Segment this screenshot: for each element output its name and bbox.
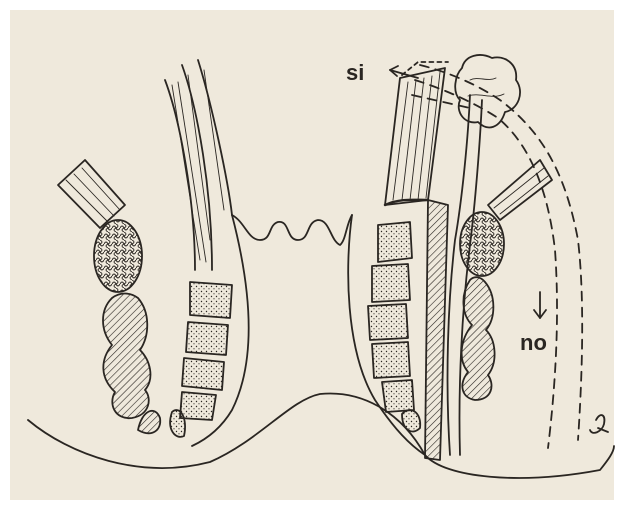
label-si: si	[346, 60, 364, 85]
label-no: no	[520, 330, 547, 355]
right-round-body	[460, 212, 504, 276]
right-hatched-lobes	[462, 277, 495, 400]
left-round-body	[94, 220, 142, 292]
